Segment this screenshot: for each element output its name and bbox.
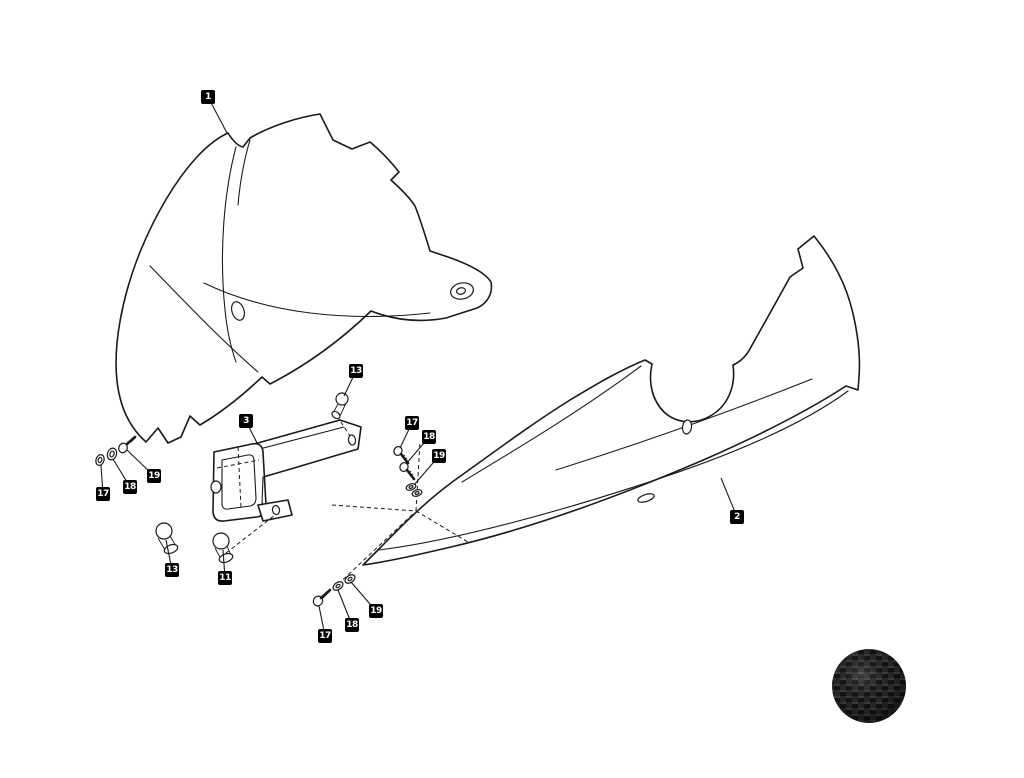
hidden-line-dashes <box>216 415 469 590</box>
upper-cowling-part <box>115 113 493 444</box>
callout-17: 17 <box>405 416 419 430</box>
bracket-tab-hole <box>347 434 357 446</box>
callout-17: 17 <box>96 487 110 501</box>
callout-3: 3 <box>239 414 253 428</box>
callout-18: 18 <box>422 430 436 444</box>
belly-pan-hole <box>681 419 693 435</box>
bracket-foot-hole <box>271 504 281 516</box>
callout-17: 17 <box>318 629 332 643</box>
callout-19: 19 <box>369 604 383 618</box>
belly-pan-part <box>362 235 861 566</box>
callout-1: 1 <box>201 90 215 104</box>
mid-fastener-cluster <box>393 445 423 497</box>
callout-13: 13 <box>349 364 363 378</box>
callout-11: 11 <box>218 571 232 585</box>
belly-pan-slot <box>637 493 655 503</box>
bottom-fastener-cluster <box>312 574 356 607</box>
left-fastener-cluster <box>95 435 137 466</box>
screw-19-icon <box>118 442 128 454</box>
callout-13: 13 <box>165 563 179 577</box>
bolt-11-icon <box>212 532 234 564</box>
callout-18: 18 <box>123 480 137 494</box>
bracket-side-boss <box>210 480 222 494</box>
bolt-13-upper-icon <box>331 392 349 420</box>
carbon-finish-swatch <box>832 649 906 723</box>
callout-19: 19 <box>432 449 446 463</box>
callout-19: 19 <box>147 469 161 483</box>
callout-18: 18 <box>345 618 359 632</box>
cowling-slot-hole <box>230 301 246 321</box>
callout-2: 2 <box>730 510 744 524</box>
